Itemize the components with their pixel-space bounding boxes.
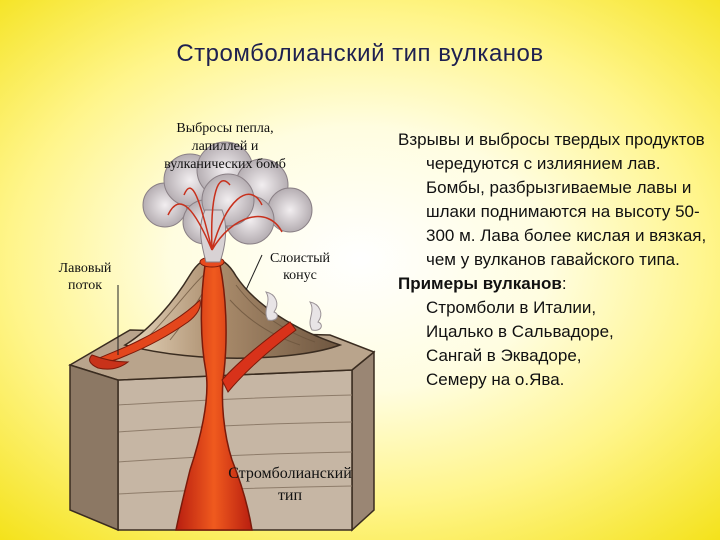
example-item: Ицалько в Сальвадоре,	[426, 322, 614, 341]
ground-block-left	[69, 363, 119, 532]
lava-flow-label-line2: поток	[68, 278, 102, 293]
side-dike	[221, 321, 297, 393]
description-text: Взрывы и выбросы твердых продуктов черед…	[398, 128, 716, 392]
bomb-trajectories	[167, 180, 283, 251]
ejecta-label-line1: Выбросы пепла,	[176, 121, 273, 136]
examples-heading: Примеры вулканов	[398, 274, 562, 293]
lava-flow-front	[89, 354, 130, 370]
ejecta-label-line2: лапиллей и	[192, 139, 259, 154]
cone-label-line2: конус	[283, 268, 317, 283]
fumarole-steam	[264, 291, 322, 331]
examples-block: Примеры вулканов:	[398, 272, 716, 296]
type-label-line1: Стромболианский	[228, 465, 352, 482]
example-item: Семеру на о.Ява.	[426, 370, 565, 389]
example-item: Стромболи в Италии,	[426, 298, 597, 317]
ejecta-label-line3: вулканических бомб	[164, 157, 286, 172]
ground-block-side	[351, 350, 375, 532]
description-paragraph: Взрывы и выбросы твердых продуктов черед…	[398, 130, 707, 269]
eruption-column	[200, 209, 227, 263]
ash-cloud	[142, 141, 313, 245]
slide-title: Стромболианский тип вулканов	[176, 40, 544, 67]
magma-conduit	[175, 264, 253, 531]
example-item: Сангай в Эквадоре,	[426, 346, 582, 365]
lava-flow-label-line1: Лавовый	[59, 261, 112, 276]
cone-leader	[245, 254, 263, 291]
cone-label-line1: Слоистый	[270, 251, 331, 266]
type-label-line2: тип	[278, 487, 303, 504]
examples-colon: :	[561, 274, 567, 293]
